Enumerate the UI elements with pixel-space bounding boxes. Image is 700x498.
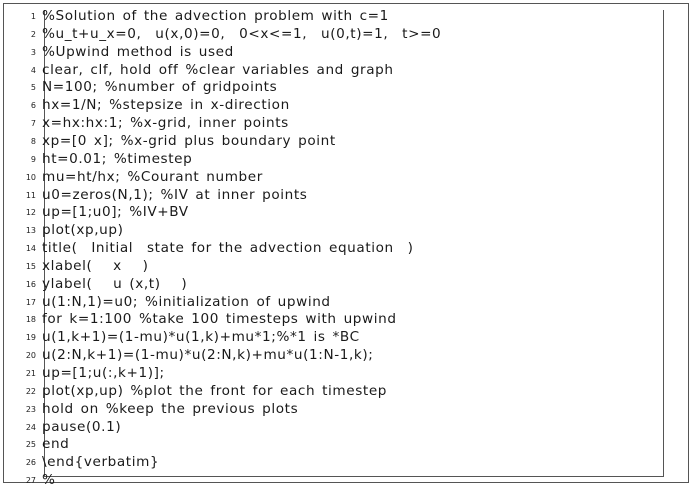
line-number: 11 [25, 190, 36, 200]
code-text: up=[1;u(:,k+1)]; [42, 365, 165, 381]
line-number: 5 [30, 83, 36, 93]
code-text: hold on %keep the previous plots [42, 400, 299, 417]
code-line: 4 clear, clf, hold off %clear variables a… [0, 62, 680, 80]
line-number: 2 [30, 29, 36, 39]
listing-frame [3, 3, 689, 483]
code-line: 24 pause(0.1) [0, 419, 680, 437]
code-text: title( Initial state for the advection e… [42, 240, 414, 257]
code-line: 20 u(2:N,k+1)=(1-mu)*u(2:N,k)+mu*u(1:N-1,… [0, 347, 680, 365]
line-number: 25 [25, 440, 36, 450]
code-line: 12 up=[1;u0]; %IV+BV [0, 204, 680, 222]
line-number: 20 [25, 351, 36, 361]
code-line: 22 plot(xp,up) %plot the front for each t… [0, 383, 680, 401]
line-number: 14 [25, 244, 36, 254]
code-text: up=[1;u0]; %IV+BV [42, 204, 189, 221]
line-number: 13 [25, 226, 36, 236]
line-number: 7 [30, 119, 36, 129]
code-line: 23 hold on %keep the previous plots [0, 401, 680, 419]
code-line: 2 %u_t+u_x=0, u(x,0)=0, 0<x<=1, u(0,t)=1,… [0, 26, 680, 44]
code-text: u(2:N,k+1)=(1-mu)*u(2:N,k)+mu*u(1:N-1,k)… [42, 347, 374, 364]
line-number: 8 [30, 136, 36, 146]
code-line: 16 ylabel( u (x,t) ) [0, 276, 680, 294]
line-number: 27 [25, 476, 36, 486]
code-text: N=100; %number of gridpoints [42, 79, 278, 96]
code-text: u(1,k+1)=(1-mu)*u(1,k)+mu*1;%*1 is *BC [42, 329, 360, 346]
code-line: 3 %Upwind method is used [0, 44, 680, 62]
code-text: %Upwind method is used [42, 43, 234, 60]
code-text: % [42, 472, 56, 489]
code-line: 18 for k=1:100 %take 100 timesteps with u… [0, 311, 680, 329]
line-number: 17 [25, 297, 36, 307]
code-text: \end{verbatim} [42, 454, 160, 471]
code-line: 10 mu=ht/hx; %Courant number [0, 169, 680, 187]
line-number: 1 [30, 12, 36, 21]
code-text: xlabel( x ) [42, 257, 149, 274]
code-line: 15 xlabel( x ) [0, 258, 680, 276]
line-number: 3 [30, 47, 36, 57]
line-number: 19 [25, 333, 36, 343]
code-text: x=hx:hx:1; %x-grid, inner points [42, 115, 289, 132]
code-line: 1 %Solution of the advection problem with… [0, 8, 680, 26]
line-number: 6 [30, 101, 36, 111]
line-number: 24 [25, 422, 36, 432]
line-number: 12 [25, 208, 36, 218]
code-text: u0=zeros(N,1); %IV at inner points [42, 186, 308, 203]
code-box [44, 10, 664, 477]
line-number: 26 [25, 458, 36, 468]
line-number: 10 [25, 172, 36, 182]
line-number: 18 [25, 315, 36, 325]
code-line: 19 u(1,k+1)=(1-mu)*u(1,k)+mu*1;%*1 is *BC [0, 329, 680, 347]
line-number: 22 [25, 386, 36, 396]
code-line: 7 x=hx:hx:1; %x-grid, inner points [0, 115, 680, 133]
line-number: 4 [30, 65, 36, 75]
code-line: 26 \end{verbatim} [0, 454, 680, 472]
code-text: plot(xp,up) %plot the front for each tim… [42, 382, 388, 399]
line-number: 16 [25, 279, 36, 289]
code-line: 25 end [0, 436, 680, 454]
code-line: 9 ht=0.01; %timestep [0, 151, 680, 169]
code-text: pause(0.1) [42, 418, 122, 435]
code-line: 11 u0=zeros(N,1); %IV at inner points [0, 187, 680, 205]
code-text: hx=1/N; %stepsize in x-direction [42, 97, 290, 114]
code-text: %Solution of the advection problem with … [42, 8, 389, 24]
code-text: for k=1:100 %take 100 timesteps with upw… [42, 311, 397, 328]
code-line: 17 u(1:N,1)=u0; %initialization of upwind [0, 294, 680, 312]
code-text: ht=0.01; %timestep [42, 150, 193, 167]
code-text: plot(xp,up) [42, 222, 124, 239]
code-line: 5 N=100; %number of gridpoints [0, 79, 680, 97]
code-text: ylabel( u (x,t) ) [42, 275, 188, 292]
line-number: 23 [25, 404, 36, 414]
code-line: 13 plot(xp,up) [0, 222, 680, 240]
code-line: 8 xp=[0 x]; %x-grid plus boundary point [0, 133, 680, 151]
code-line: 14 title( Initial state for the advection… [0, 240, 680, 258]
line-number: 15 [25, 261, 36, 271]
code-line: 27% [0, 472, 680, 490]
code-text: %u_t+u_x=0, u(x,0)=0, 0<x<=1, u(0,t)=1, … [42, 25, 442, 42]
code-text: u(1:N,1)=u0; %initialization of upwind [42, 293, 331, 310]
code-text: end [42, 436, 70, 453]
line-number: 9 [30, 154, 36, 164]
code-line: 21 up=[1;u(:,k+1)]; [0, 365, 680, 383]
code-text: mu=ht/hx; %Courant number [42, 168, 263, 185]
code-text: xp=[0 x]; %x-grid plus boundary point [42, 132, 336, 149]
line-number: 21 [25, 369, 36, 378]
code-line: 6 hx=1/N; %stepsize in x-direction [0, 97, 680, 115]
code-text: clear, clf, hold off %clear variables an… [42, 61, 394, 78]
